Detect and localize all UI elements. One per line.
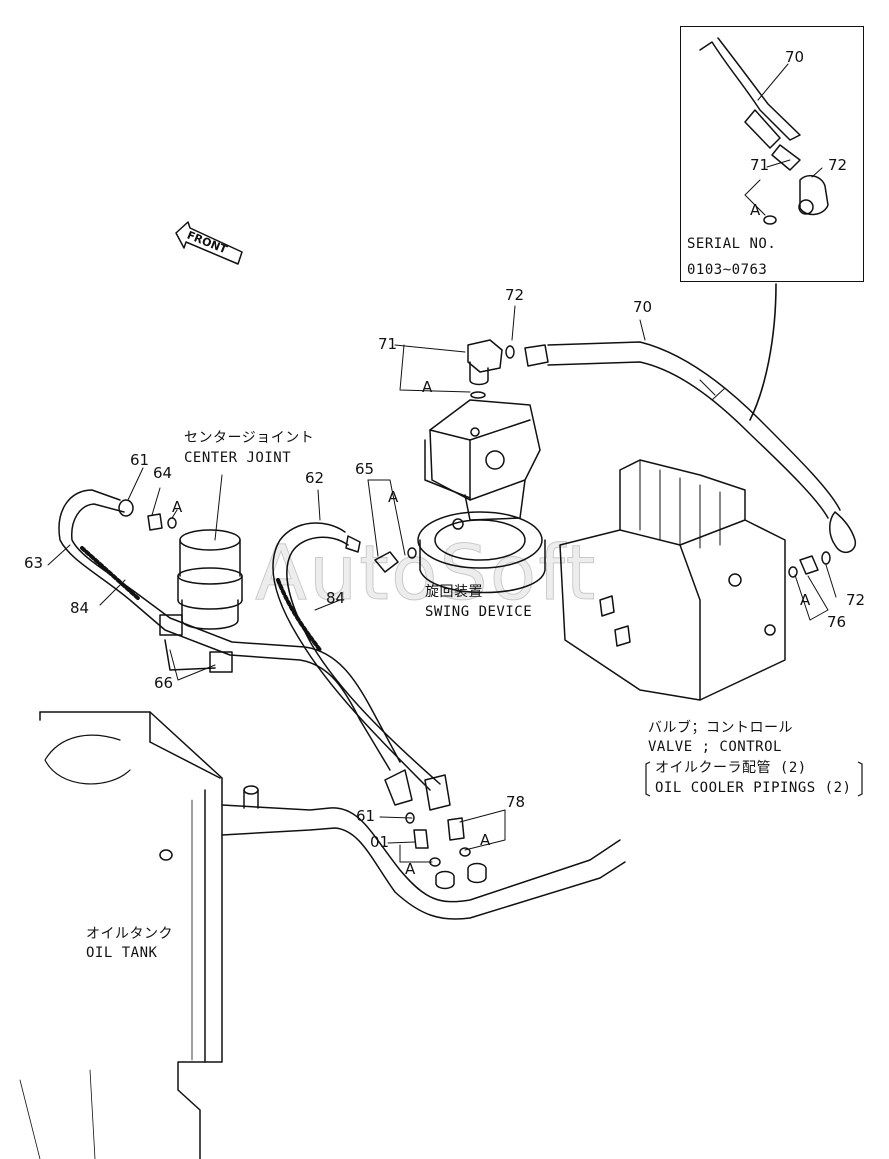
callout-72-right: 72 [846,591,866,609]
inset-leader [749,283,777,421]
hose-63 [58,489,401,771]
callout-70: 70 [633,298,653,316]
fitting-71 [467,339,515,399]
inset-callout-a: A [750,201,761,219]
callout-84-mid: 84 [326,589,346,607]
bottom-fittings [405,812,471,867]
inset-detail [699,37,829,225]
swing-device-caption-en: SWING DEVICE [425,604,533,620]
callout-62: 62 [305,469,325,487]
fitting-65 [374,547,417,573]
oil-tank [19,711,223,1159]
callout-61-top: 61 [130,451,150,469]
callout-a-bottom-right: A [480,831,491,849]
callout-71: 71 [378,335,398,353]
callout-64: 64 [153,464,173,482]
callout-66: 66 [154,674,174,692]
valve-caption-jp: バルブ；コントロール [648,720,793,736]
callout-a-bottom-left: A [405,860,416,878]
callout-a-right: A [800,591,811,609]
swing-device-caption-jp: 旋回装置 [425,584,483,600]
serial-range: 0103~0763 [687,262,768,278]
inset-box [680,26,864,282]
serial-label: SERIAL NO. [687,236,777,252]
callout-a-71: A [422,378,433,396]
hose-70 [524,341,857,554]
valve-caption-en: VALVE ; CONTROL [648,739,782,755]
callout-63: 63 [24,554,44,572]
inset-callout-71: 71 [750,156,770,174]
front-arrow-icon [175,221,243,265]
callout-61-bottom: 61 [356,807,376,825]
callout-65: 65 [355,460,375,478]
callout-84-left: 84 [70,599,90,617]
callout-a-top-left: A [172,498,183,516]
hose-62 [272,522,451,811]
inset-callout-70: 70 [785,48,805,66]
fitting-76 [788,551,831,578]
swing-device [417,399,546,594]
piping-caption-en: OIL COOLER PIPINGS (2) [655,780,852,796]
piping-caption-jp: オイルクーラ配管 (2) [655,760,807,776]
center-joint-caption-en: CENTER JOINT [184,450,292,466]
return-piping [221,785,626,920]
inset-callout-72: 72 [828,156,848,174]
callout-a-65: A [388,488,399,506]
center-joint-caption-jp: センタージョイント [184,430,315,446]
center-joint [177,474,243,630]
oil-tank-caption-jp: オイルタンク [86,926,173,942]
fitting-64 [147,513,177,531]
callout-78: 78 [506,793,526,811]
callout-76: 76 [827,613,847,631]
control-valve [559,459,786,701]
oil-tank-caption-en: OIL TANK [86,945,158,961]
callout-leaders [47,63,837,863]
callout-72-top: 72 [505,286,525,304]
callout-01: 01 [370,833,390,851]
